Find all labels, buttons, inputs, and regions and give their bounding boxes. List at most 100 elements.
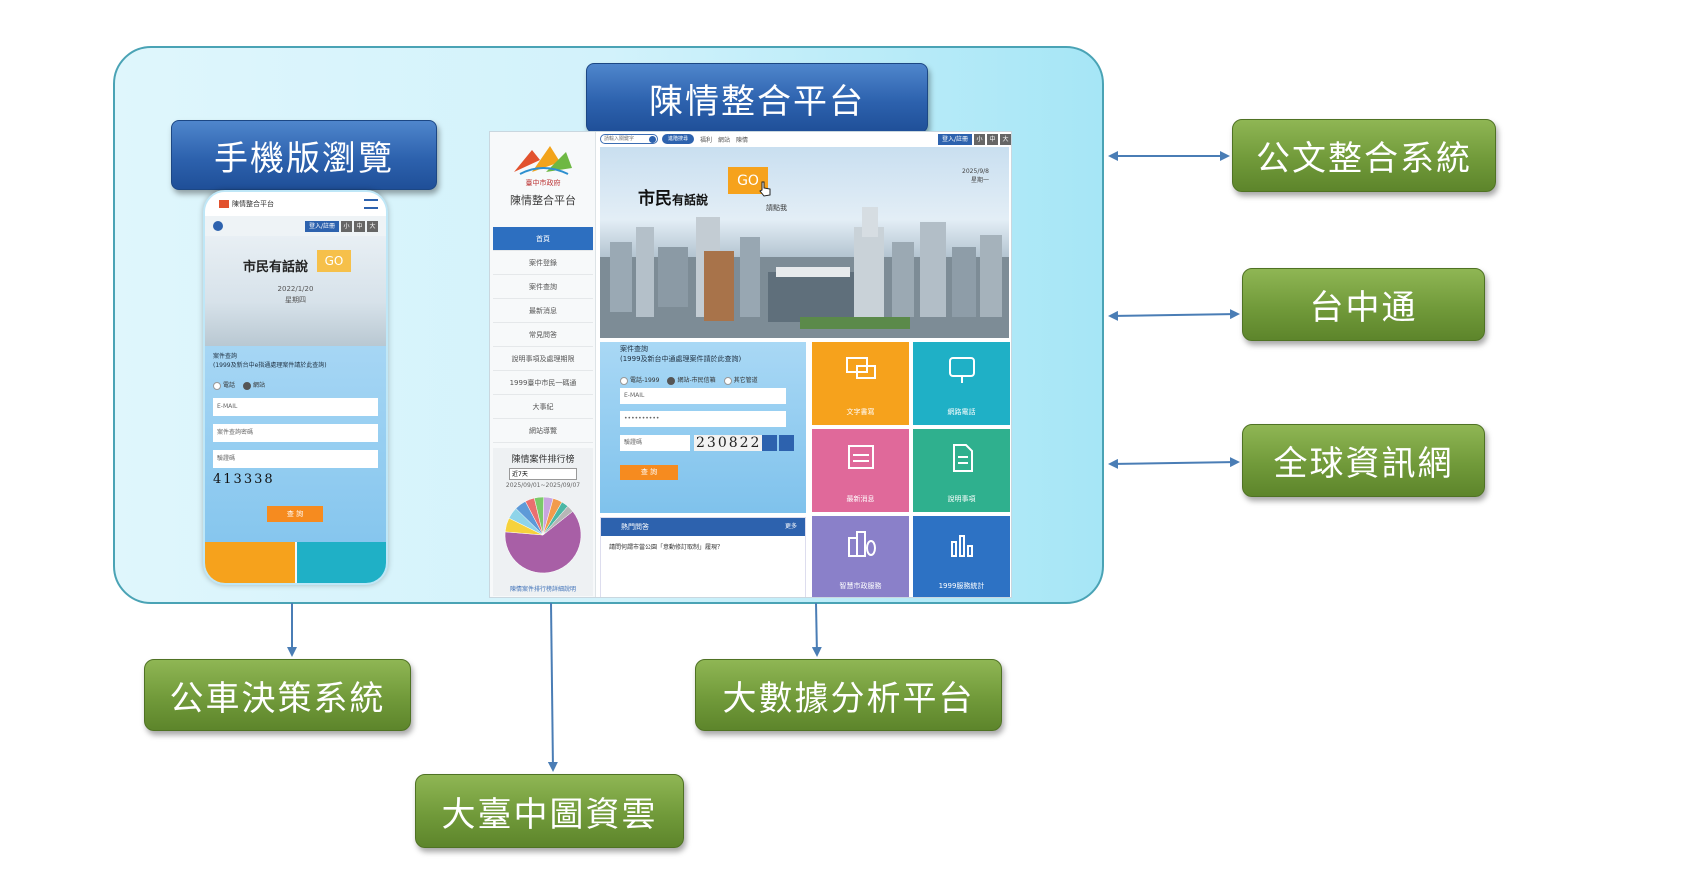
- phone-controls: 登入/註冊 小 中 大: [304, 220, 378, 232]
- phone-query-title: 案件查詢 (1999及新台中e指通處理案件請於此查詢): [213, 352, 327, 370]
- phone-font-medium[interactable]: 中: [354, 220, 365, 232]
- document-icon: [952, 444, 973, 472]
- city-mouse-icon: [847, 531, 876, 557]
- phone-radio-phone[interactable]: 電話: [213, 380, 235, 390]
- phone-toolbar: 登入/註冊 小 中 大: [205, 216, 386, 236]
- document-system-box: 公文整合系統: [1232, 119, 1496, 192]
- login-button[interactable]: 登入/註冊: [937, 133, 972, 145]
- desktop-screenshot: 臺中市政府 陳情整合平台 首頁 案件登錄 案件查詢 最新消息 常見問答 說明事項…: [489, 131, 1012, 598]
- font-small-button[interactable]: 小: [974, 133, 985, 145]
- tile-label: 文字書寫: [846, 408, 875, 416]
- go-button[interactable]: GO: [728, 167, 768, 194]
- menu-item-case-query[interactable]: 案件查詢: [493, 275, 593, 299]
- phone-radios: 電話 網站: [213, 380, 265, 390]
- menu-icon[interactable]: [364, 199, 378, 209]
- email-field[interactable]: E-MAIL: [620, 388, 786, 404]
- captcha-image: 230822: [694, 435, 764, 451]
- phone-tile-text[interactable]: [205, 542, 295, 583]
- phone-tiles: [205, 542, 386, 583]
- query-submit-button[interactable]: 查 詢: [620, 465, 678, 480]
- phone-header: 陳情整合平台: [205, 192, 386, 216]
- hero-weekday: 星期一: [970, 177, 989, 184]
- hero-title-small: 有話說: [672, 193, 709, 207]
- phone-password-field[interactable]: 案件查詢密碼: [213, 424, 378, 442]
- case-ranking: 陳情案件排行榜 近7天 2025/09/01~2025/09/07 陳情案件排行…: [493, 448, 593, 596]
- chat-bubble-icon: [845, 357, 876, 379]
- tile-news[interactable]: 最新消息: [812, 429, 909, 512]
- phone-captcha-field[interactable]: 驗證碼: [213, 450, 378, 468]
- phone-email-field[interactable]: E-MAIL: [213, 398, 378, 416]
- font-large-button[interactable]: 大: [1000, 133, 1011, 145]
- menu-item-instructions[interactable]: 說明事項及處理期限: [493, 347, 593, 371]
- arrow-big-data: [811, 602, 822, 657]
- password-field[interactable]: ••••••••••: [620, 411, 786, 427]
- faq-header: 熱門問答 更多: [601, 518, 805, 536]
- case-query-panel: 案件查詢 (1999及新台中通處理案件請於此查詢) 電話-1999 網站-市民信…: [600, 342, 806, 513]
- query-title-text: 案件查詢: [620, 345, 648, 353]
- phone-search-icon[interactable]: [213, 221, 223, 231]
- top-links[interactable]: 福利 網站 陳情: [700, 136, 749, 144]
- radio-web[interactable]: 網站-市民信箱: [667, 375, 716, 385]
- hero-banner: 市民有話說 GO 請點我 2025/9/8 星期一: [600, 147, 1009, 338]
- phone-query-panel: 案件查詢 (1999及新台中e指通處理案件請於此查詢) 電話 網站 E-MAIL…: [205, 346, 386, 542]
- menu-item-1999[interactable]: 1999臺中市民一碼通: [493, 371, 593, 395]
- phone-query-title-text: 案件查詢: [213, 353, 238, 360]
- rank-date-range: 2025/09/01~2025/09/07: [505, 482, 581, 489]
- menu-item-news[interactable]: 最新消息: [493, 299, 593, 323]
- phone-weekday: 星期四: [285, 296, 306, 304]
- search-input[interactable]: 請輸入關鍵字: [600, 134, 658, 144]
- faq-more-link[interactable]: 更多: [784, 523, 797, 530]
- rank-footer-link[interactable]: 陳情案件排行榜詳細說明: [509, 586, 576, 593]
- phone-query-subtitle: (1999及新台中e指通處理案件請於此查詢): [213, 362, 327, 369]
- hero-title-main: 市民: [638, 189, 672, 209]
- menu-item-timeline[interactable]: 大事紀: [493, 395, 593, 419]
- phone-radio-web[interactable]: 網站: [243, 380, 265, 390]
- phone-font-small[interactable]: 小: [341, 220, 352, 232]
- menu-item-case-register[interactable]: 案件登錄: [493, 251, 593, 275]
- captcha-field[interactable]: 驗證碼: [620, 435, 690, 451]
- menu-item-home[interactable]: 首頁: [493, 227, 593, 251]
- phone-header-title: 陳情整合平台: [232, 200, 274, 208]
- phone-go-button[interactable]: GO: [317, 250, 351, 272]
- captcha-audio-icon[interactable]: [762, 435, 777, 451]
- rank-period-select[interactable]: 近7天: [509, 468, 577, 480]
- menu-item-sitemap[interactable]: 網站導覽: [493, 419, 593, 443]
- desktop-sidebar: 臺中市政府 陳情整合平台 首頁 案件登錄 案件查詢 最新消息 常見問答 說明事項…: [490, 132, 596, 597]
- top-right-controls: 登入/註冊 小 中 大: [937, 133, 1011, 145]
- phone-query-button[interactable]: 查 詢: [267, 506, 323, 522]
- phone-hero-date: 2022/1/20 星期四: [205, 284, 386, 306]
- arrow-taichung-pass: [1108, 309, 1240, 321]
- tile-1999-stats[interactable]: 1999服務統計: [913, 516, 1010, 597]
- captcha-refresh-icon[interactable]: [779, 435, 794, 451]
- hero-date: 2025/9/8 星期一: [962, 167, 989, 185]
- platform-logo: 臺中市政府 陳情整合平台: [500, 142, 586, 212]
- bar-chart-icon: [950, 535, 973, 557]
- tile-web-phone[interactable]: 網路電話: [913, 342, 1010, 425]
- phone-login-button[interactable]: 登入/註冊: [304, 220, 339, 232]
- big-data-box: 大數據分析平台: [695, 659, 1002, 731]
- radio-phone[interactable]: 電話-1999: [620, 375, 659, 385]
- tile-instructions[interactable]: 說明事項: [913, 429, 1010, 512]
- radio-other[interactable]: 其它管道: [723, 375, 758, 385]
- faq-title: 熱門問答: [621, 523, 649, 531]
- advanced-search-button[interactable]: 進階搜尋: [662, 134, 695, 144]
- font-medium-button[interactable]: 中: [987, 133, 998, 145]
- service-tiles: 文字書寫 網路電話 最新消息 說明事項 智慧市政服務 1999服務統計: [812, 342, 1011, 597]
- taichung-logo-icon: [510, 142, 576, 178]
- hero-click-hint: 請點我: [766, 204, 787, 212]
- tile-smart-city[interactable]: 智慧市政服務: [812, 516, 909, 597]
- arrow-global-web: [1108, 457, 1240, 469]
- phone-tile-phone[interactable]: [296, 542, 386, 583]
- phone-font-large[interactable]: 大: [367, 220, 378, 232]
- menu-item-faq[interactable]: 常見問答: [493, 323, 593, 347]
- map-cloud-box: 大臺中圖資雲: [415, 774, 684, 848]
- phone-screenshot: 陳情整合平台 登入/註冊 小 中 大 市民有話說 GO 2022/1/20 星期…: [203, 190, 388, 585]
- logo-title: 陳情整合平台: [510, 194, 576, 207]
- phone-hero: 市民有話說 GO 2022/1/20 星期四: [205, 236, 386, 346]
- phone-logo-icon: [219, 200, 229, 208]
- query-channel-radios: 電話-1999 網站-市民信箱 其它管道: [620, 375, 758, 385]
- search-icon[interactable]: [649, 136, 656, 143]
- tile-text-writing[interactable]: 文字書寫: [812, 342, 909, 425]
- side-menu: 首頁 案件登錄 案件查詢 最新消息 常見問答 說明事項及處理期限 1999臺中市…: [493, 227, 593, 443]
- faq-question[interactable]: 請問何謂市當公園「意動修訂取制」履現？: [609, 544, 724, 551]
